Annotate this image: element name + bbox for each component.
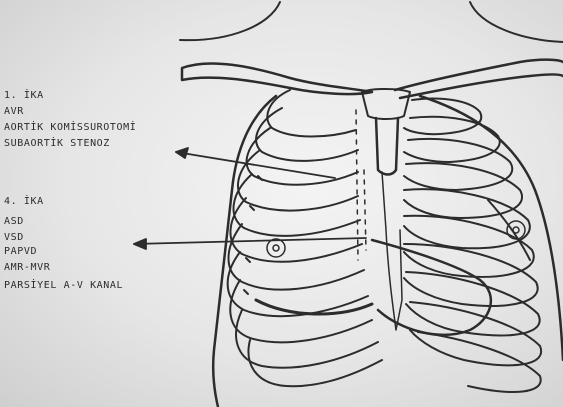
arrow-group-4 [134,238,366,249]
group-4-item: PAPVD [4,246,123,258]
group-4-item: ASD [4,216,123,228]
xiphoid [382,172,402,330]
neck-shoulder-outline [180,2,563,42]
group-1-heading: 1. İKA [4,90,136,102]
group-1-item: AORTİK KOMİSSUROTOMİ [4,122,136,134]
heart-outline [372,240,491,335]
rib-tick-marks [244,176,262,294]
label-group-1: 1. İKA AVR AORTİK KOMİSSUROTOMİ SUBAORTİ… [4,90,136,150]
group-4-item: AMR-MVR [4,262,123,274]
left-clavicle [182,63,372,94]
label-group-4: 4. İKA ASD VSD PAPVD AMR-MVR PARSİYEL A-… [4,196,123,292]
right-lower-border [488,200,530,260]
sternum-body [376,118,398,175]
group-1-item: SUBAORTİK STENOZ [4,138,136,150]
right-ribs [404,99,541,392]
group-4-item: VSD [4,232,123,244]
group-4-heading: 4. İKA [4,196,123,208]
group-1-item: AVR [4,106,136,118]
group-4-item: PARSİYEL A-V KANAL [4,280,123,292]
left-thorax-outline [213,96,276,407]
right-clavicle [395,60,563,98]
incision-marker-left [267,239,285,257]
